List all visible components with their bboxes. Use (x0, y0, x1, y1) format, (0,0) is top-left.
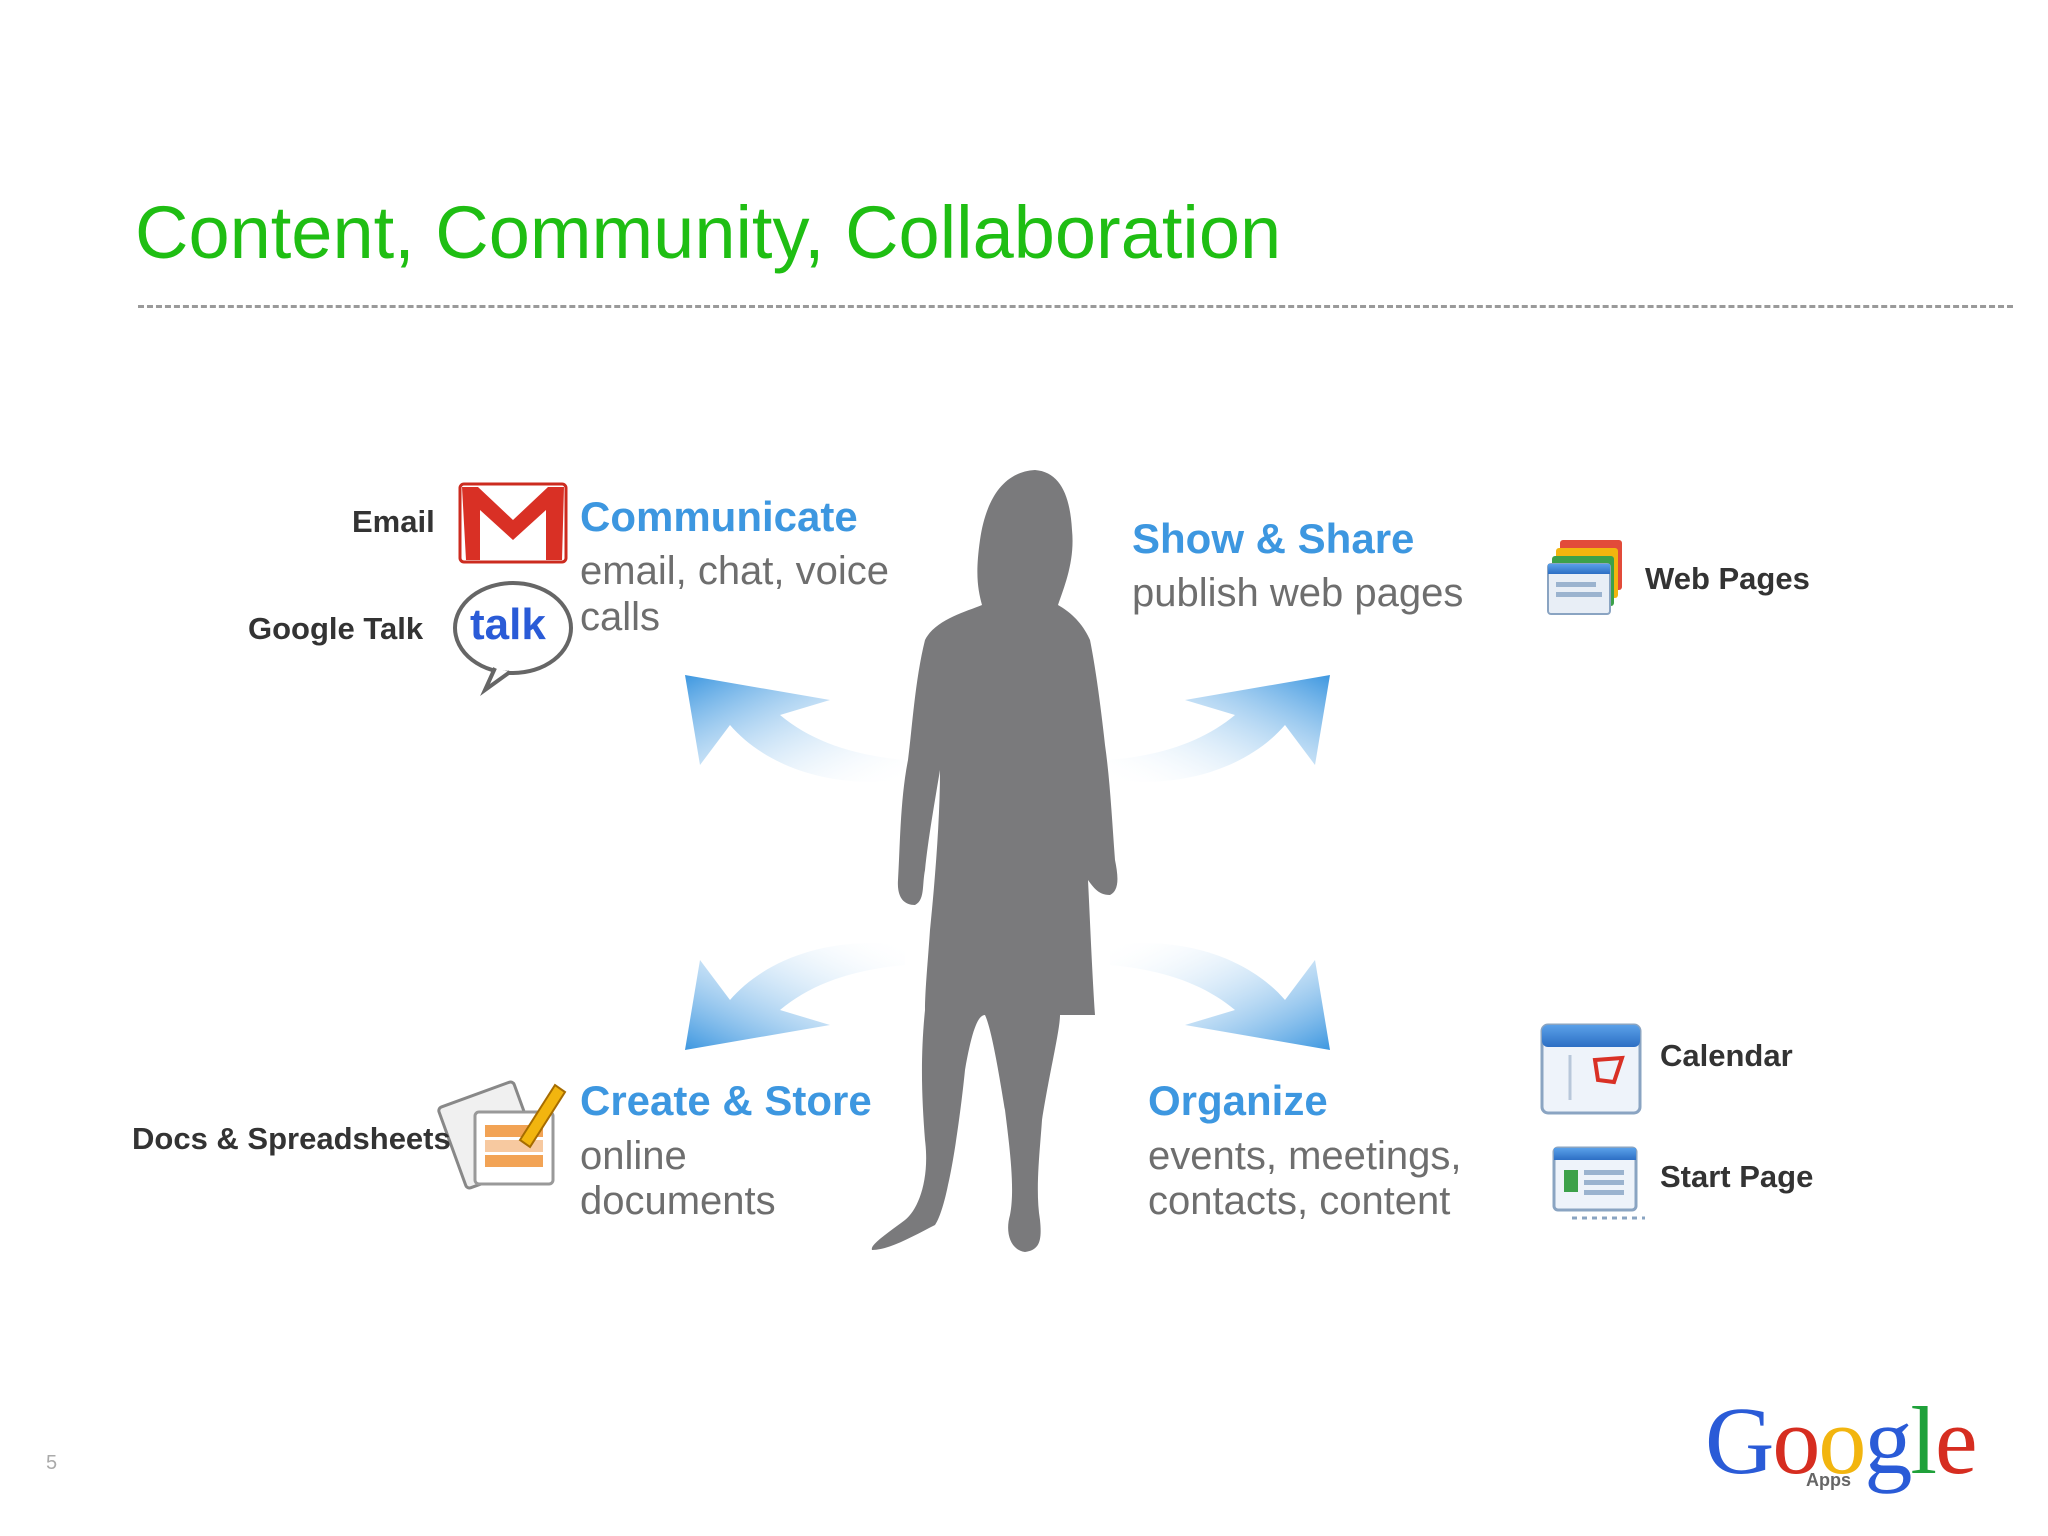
organize-line1: events, meetings, (1148, 1134, 1462, 1178)
slide-title: Content, Community, Collaboration (135, 191, 1282, 274)
calendar-icon (1540, 1023, 1642, 1115)
show-share-heading: Show & Share (1132, 515, 1415, 562)
communicate-line2: calls (580, 595, 661, 639)
talk-icon-text: talk (470, 600, 546, 649)
google-apps-logo: Google (1705, 1385, 1978, 1496)
logo-letter: e (1935, 1387, 1978, 1494)
create-store-line2: documents (580, 1179, 776, 1223)
logo-letter: G (1705, 1387, 1774, 1494)
title-divider (138, 305, 2013, 308)
gmail-icon (458, 482, 568, 564)
communicate-line1: email, chat, voice (580, 549, 890, 593)
create-store-heading: Create & Store (580, 1077, 872, 1124)
organize-heading: Organize (1148, 1077, 1328, 1124)
page-number: 5 (46, 1452, 58, 1474)
show-share-line1: publish web pages (1132, 571, 1464, 615)
google-talk-icon (453, 581, 573, 697)
calendar-label: Calendar (1660, 1038, 1793, 1073)
logo-letter: o (1772, 1387, 1820, 1494)
start-page-label: Start Page (1660, 1159, 1814, 1194)
docs-spreadsheets-icon (437, 1080, 567, 1190)
woman-silhouette (871, 470, 1118, 1252)
arrow-up-right (1110, 675, 1330, 782)
start-page-icon (1552, 1146, 1645, 1220)
google-talk-label: Google Talk (248, 611, 424, 646)
web-pages-icon (1547, 540, 1622, 615)
arrow-down-right (1110, 943, 1330, 1050)
create-store-line1: online (580, 1134, 687, 1178)
logo-letter: l (1910, 1387, 1937, 1494)
email-label: Email (352, 504, 435, 539)
organize-line2: contacts, content (1148, 1179, 1451, 1223)
arrow-down-left (685, 943, 905, 1050)
logo-apps-text: Apps (1806, 1470, 1851, 1490)
web-pages-label: Web Pages (1645, 561, 1810, 596)
docs-spreadsheets-label: Docs & Spreadsheets (132, 1121, 451, 1156)
logo-letter: g (1864, 1387, 1912, 1494)
logo-letter: o (1818, 1387, 1866, 1494)
arrow-up-left (685, 675, 905, 782)
communicate-heading: Communicate (580, 493, 858, 540)
